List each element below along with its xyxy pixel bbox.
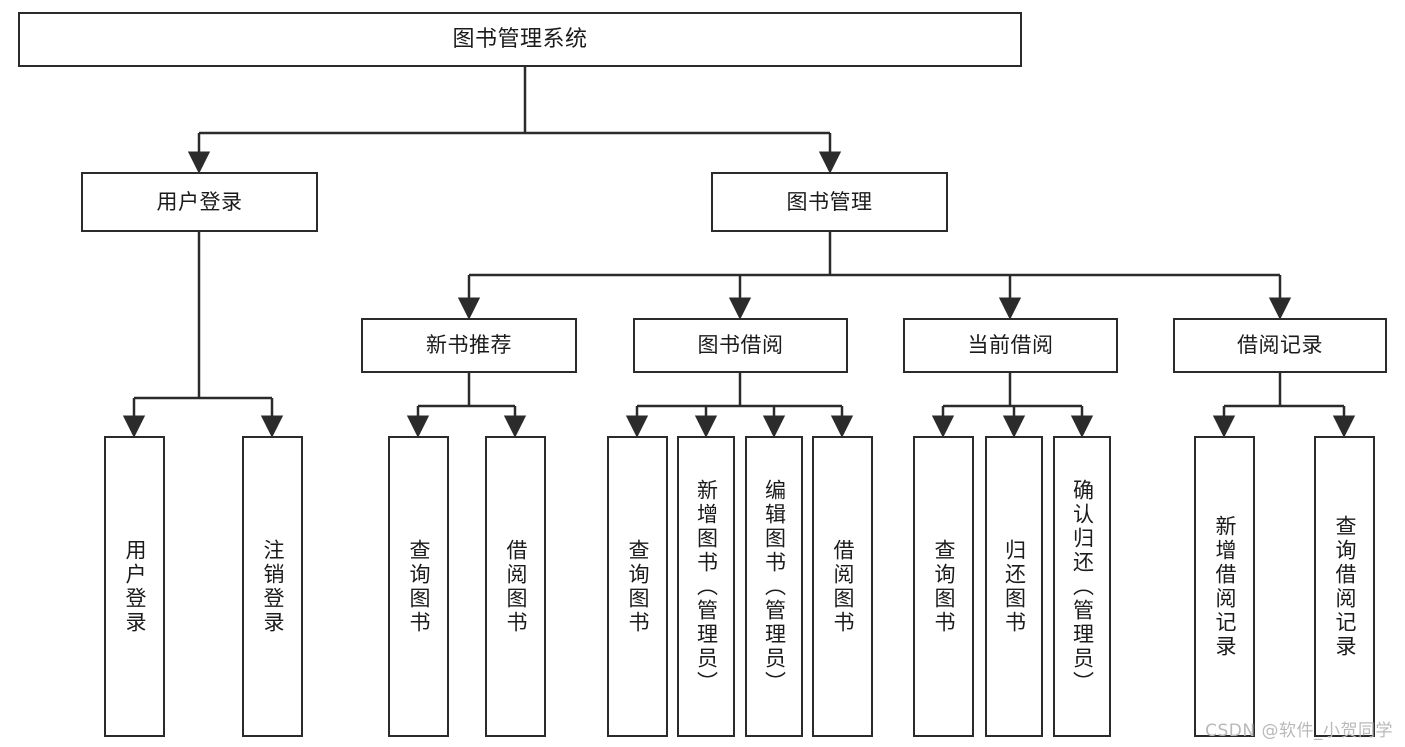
- node-borrow-record-label: 借阅记录: [1237, 333, 1323, 358]
- watermark-text: CSDN @软件_小贺同学: [1205, 721, 1393, 741]
- node-book-borrow[interactable]: 图书借阅: [633, 318, 848, 373]
- node-leaf-confirm-return[interactable]: 确认归还（管理员）: [1053, 436, 1111, 737]
- node-book-manage-label: 图书管理: [786, 189, 873, 214]
- node-current-borrow-label: 当前借阅: [967, 333, 1054, 358]
- node-leaf-user-login-label: 用户登录: [123, 538, 147, 635]
- node-leaf-borrow-book-2-label: 借阅图书: [831, 538, 855, 635]
- node-leaf-edit-book[interactable]: 编辑图书（管理员）: [745, 436, 803, 737]
- node-root-label: 图书管理系统: [452, 26, 588, 52]
- node-leaf-add-book-label: 新增图书（管理员）: [694, 478, 719, 695]
- node-leaf-return-book-label: 归还图书: [1002, 538, 1027, 635]
- node-leaf-user-logout-label: 注销登录: [261, 538, 285, 635]
- node-leaf-query-book-2[interactable]: 查询图书: [607, 436, 668, 737]
- node-leaf-query-book-3-label: 查询图书: [932, 538, 956, 635]
- node-leaf-query-book-1[interactable]: 查询图书: [388, 436, 449, 737]
- node-leaf-query-record-label: 查询借阅记录: [1333, 514, 1357, 659]
- node-leaf-return-book[interactable]: 归还图书: [985, 436, 1043, 737]
- node-leaf-borrow-book-1-label: 借阅图书: [504, 538, 528, 635]
- node-leaf-user-login[interactable]: 用户登录: [104, 436, 165, 737]
- node-leaf-add-book[interactable]: 新增图书（管理员）: [677, 436, 735, 737]
- node-leaf-confirm-return-label: 确认归还（管理员）: [1070, 478, 1095, 695]
- node-user-login[interactable]: 用户登录: [81, 172, 318, 232]
- node-new-book-recommend-label: 新书推荐: [426, 333, 512, 358]
- node-leaf-query-book-3[interactable]: 查询图书: [913, 436, 974, 737]
- node-leaf-edit-book-label: 编辑图书（管理员）: [762, 478, 787, 695]
- node-root[interactable]: 图书管理系统: [18, 12, 1022, 67]
- node-leaf-add-record-label: 新增借阅记录: [1213, 514, 1237, 659]
- node-user-login-label: 用户登录: [156, 189, 243, 214]
- node-leaf-query-book-1-label: 查询图书: [407, 538, 431, 635]
- node-current-borrow[interactable]: 当前借阅: [903, 318, 1118, 373]
- node-leaf-borrow-book-2[interactable]: 借阅图书: [812, 436, 873, 737]
- node-book-manage[interactable]: 图书管理: [711, 172, 948, 232]
- node-borrow-record[interactable]: 借阅记录: [1173, 318, 1387, 373]
- node-leaf-borrow-book-1[interactable]: 借阅图书: [485, 436, 546, 737]
- node-leaf-add-record[interactable]: 新增借阅记录: [1194, 436, 1255, 737]
- node-leaf-user-logout[interactable]: 注销登录: [242, 436, 303, 737]
- node-leaf-query-record[interactable]: 查询借阅记录: [1314, 436, 1375, 737]
- node-new-book-recommend[interactable]: 新书推荐: [361, 318, 577, 373]
- node-leaf-query-book-2-label: 查询图书: [626, 538, 650, 635]
- node-book-borrow-label: 图书借阅: [697, 333, 784, 358]
